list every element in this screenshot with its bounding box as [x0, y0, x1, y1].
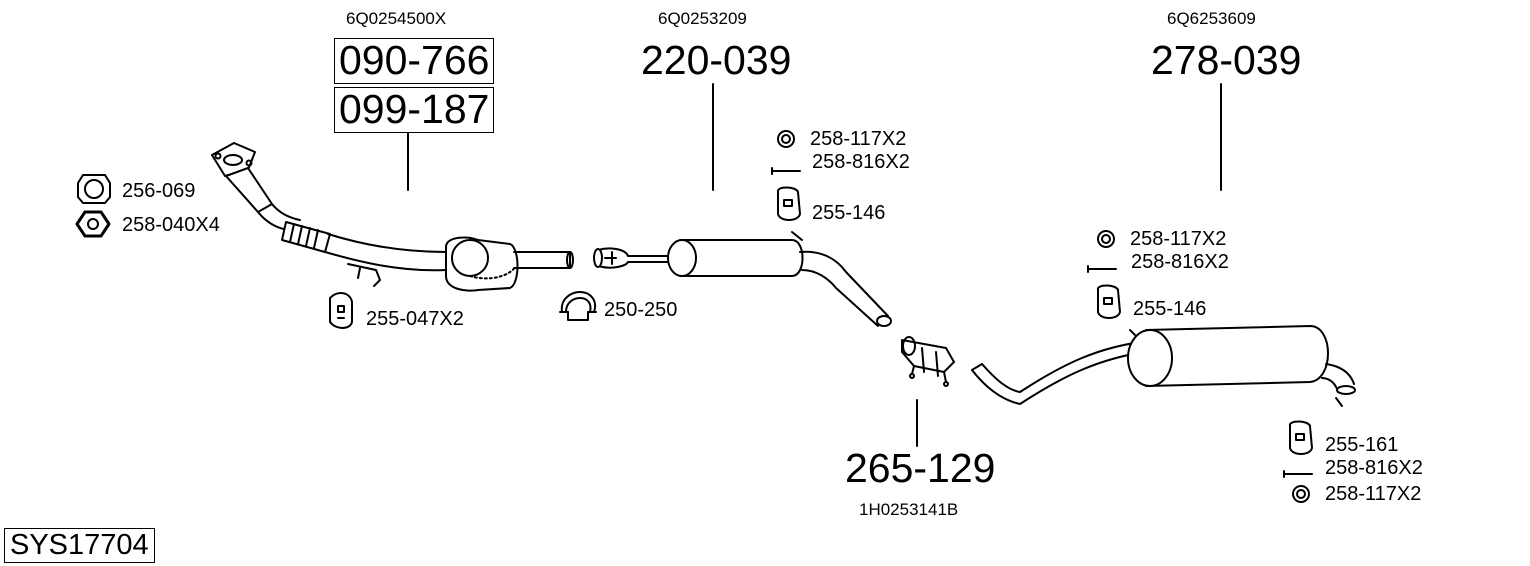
hanger-icon-mid [776, 186, 801, 221]
tail-ring-label[interactable]: 258-117X2 [1325, 483, 1422, 505]
rear-silencer [971, 325, 1356, 407]
tail-bolt-label[interactable]: 258-816X2 [1325, 457, 1423, 479]
ring-icon-rear [1097, 230, 1115, 248]
gasket-icon [77, 174, 111, 204]
rear-hanger-label[interactable]: 255-146 [1133, 298, 1207, 320]
rear-oem-number: 6Q6253609 [1167, 9, 1256, 28]
tail-hanger-label[interactable]: 255-161 [1325, 434, 1399, 456]
ring-icon-mid [777, 130, 795, 148]
front-part-number-a[interactable]: 090-766 [334, 38, 495, 84]
gasket-label[interactable]: 256-069 [122, 180, 196, 202]
hanger-front-label[interactable]: 255-047X2 [366, 308, 464, 330]
nut-icon [75, 210, 111, 238]
nut-label[interactable]: 258-040X4 [122, 214, 220, 236]
bolt-icon-rear [1087, 265, 1117, 273]
rear-part-number[interactable]: 278-039 [1151, 37, 1302, 83]
front-part-number-b[interactable]: 099-187 [334, 87, 495, 133]
rear-bolt-label[interactable]: 258-816X2 [1131, 251, 1229, 273]
connector-oem-number: 1H0253141B [859, 500, 959, 519]
clamp-label[interactable]: 250-250 [604, 299, 678, 321]
rear-ring-label[interactable]: 258-117X2 [1130, 228, 1227, 250]
bolt-icon-mid [771, 167, 801, 175]
connector-clamp [901, 336, 955, 387]
front-oem-number: 6Q0254500X [346, 9, 447, 28]
pipe-clamp-icon [559, 291, 597, 321]
middle-silencer [593, 231, 892, 327]
ring-icon-tail [1292, 485, 1310, 503]
bolt-icon-tail [1283, 470, 1313, 478]
mid-hanger-label[interactable]: 255-146 [812, 202, 886, 224]
connector-part-number[interactable]: 265-129 [845, 445, 996, 491]
rubber-hanger-icon [329, 292, 353, 329]
mid-bolt-label[interactable]: 258-816X2 [812, 151, 910, 173]
mid-ring-label[interactable]: 258-117X2 [810, 128, 907, 150]
hanger-icon-tail [1288, 420, 1313, 455]
hanger-icon-rear [1096, 284, 1121, 319]
middle-oem-number: 6Q0253209 [658, 9, 747, 28]
middle-part-number[interactable]: 220-039 [641, 37, 792, 83]
system-code-label: SYS17704 [4, 528, 155, 563]
front-pipe-catalyst [211, 142, 574, 292]
